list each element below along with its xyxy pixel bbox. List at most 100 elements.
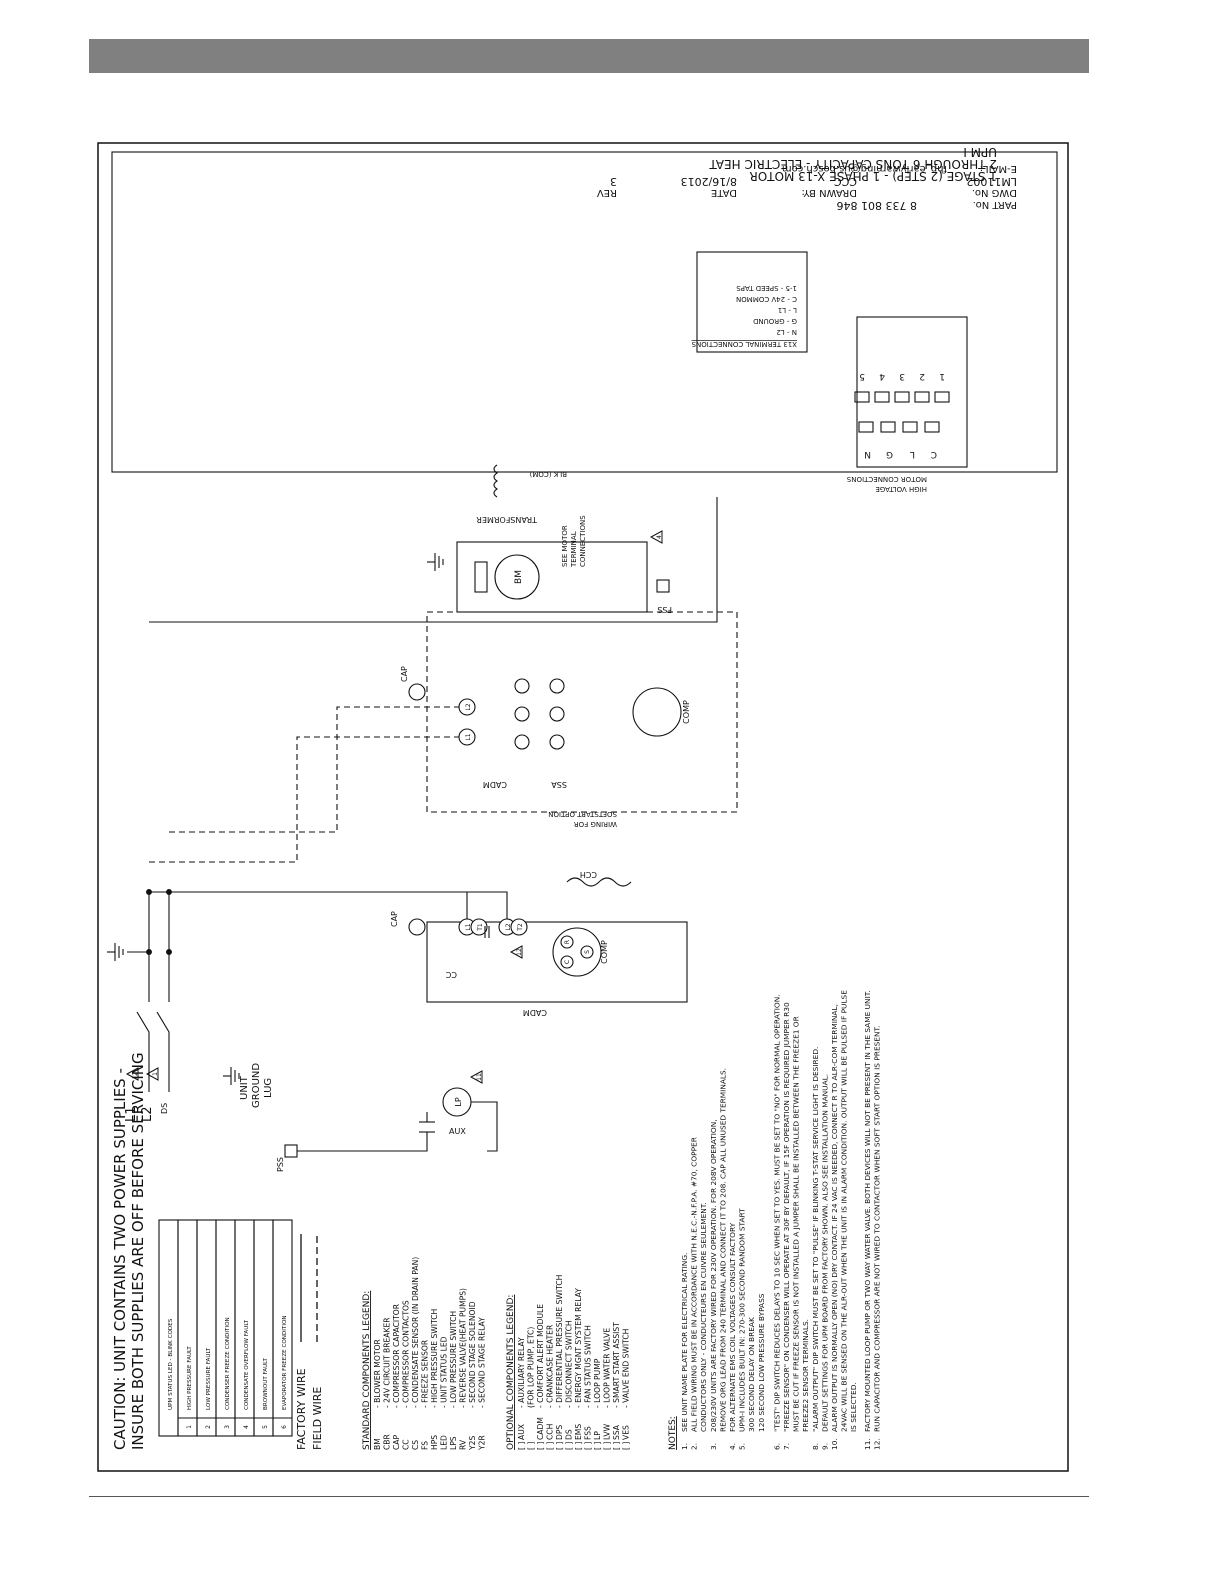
hv-terminal-bottom	[894, 391, 910, 403]
cc-terminal	[470, 918, 488, 936]
optional-legend-checkbox: [ ]	[527, 1442, 536, 1450]
standard-legend-desc: - UNIT STATUS LED	[440, 1336, 449, 1408]
note-line: 24VAC WILL BE SENSED ON THE ALR-OUT WHEN…	[840, 990, 849, 1432]
optional-legend-checkbox: [ ]	[593, 1442, 602, 1450]
optional-legend-checkbox: [ ]	[574, 1442, 583, 1450]
note-line: FREEZE2 SENSOR TERMINALS.	[801, 1319, 810, 1432]
note-line: REMOVE ORG LEAD FROM 240 TERMINAL AND CO…	[718, 1068, 727, 1432]
optional-legend-code: CCH	[546, 1424, 555, 1440]
standard-legend-desc: - COMPRESSOR CONTACTOS	[402, 1300, 411, 1408]
cap-terminal	[408, 683, 426, 701]
hv-terminal-bottom-label: 5	[859, 371, 865, 381]
hv-terminal-frame	[856, 316, 968, 468]
title-line-2: 2 THROUGH 6 TONS CAPACITY - ELECTRIC HEA…	[709, 157, 997, 171]
comp-label: COMP	[682, 700, 691, 724]
note-line: CONDUCTORS ONLY - CONDUCTEURS EN CUIVRE …	[699, 1202, 708, 1432]
optional-legend-code: DPS	[555, 1425, 564, 1440]
note-number-label: 2.	[690, 1443, 699, 1450]
optional-legend-desc: (FOR LOP PUMP, ETC)	[527, 1327, 536, 1408]
optional-legend-desc: - FAN STATUS SWITCH	[584, 1325, 593, 1408]
standard-legend-code: Y2R	[478, 1435, 487, 1451]
note-number-label: 5.	[738, 1443, 747, 1450]
x13-frame	[696, 251, 808, 353]
note-number-label: 4.	[728, 1443, 737, 1450]
pss-label: PSS	[276, 1157, 285, 1172]
note-line: ALARM OUTPUT IS NORMALLY OPEN (NO) DRY C…	[830, 1004, 839, 1432]
hv-terminal-top-label: N	[864, 449, 871, 459]
optional-legend-code: DS	[565, 1429, 574, 1440]
dwg-value: LM11002	[966, 175, 1017, 188]
cadm-label: CADM	[483, 780, 507, 789]
standard-legend-desc: - SECOND STAGE SOLENOID	[468, 1301, 477, 1408]
l1-label: L1	[124, 1106, 139, 1122]
hv-terminal-top-label: L	[910, 449, 915, 459]
transformer-coil	[493, 464, 498, 498]
standard-legend-code: CC	[402, 1439, 411, 1450]
led-table-number: 3	[224, 1425, 231, 1429]
pss-box	[284, 1144, 298, 1158]
cc-terminal-label: T1	[477, 923, 484, 932]
optional-legend-desc: - DISCONNECT SWITCH	[565, 1320, 574, 1408]
led-table-text: UPM STATUS LED - BLINK CODES	[168, 1318, 174, 1410]
standard-legend-code: LED	[440, 1435, 449, 1450]
ssa-terminal	[514, 734, 530, 750]
x13-line: N - L2	[776, 328, 797, 336]
l2-label: L2	[140, 1106, 155, 1122]
hv-terminal-bottom	[874, 391, 890, 403]
wire-softstart-l2	[169, 706, 459, 833]
standard-legend-code: FS	[421, 1441, 430, 1450]
ssa-terminal	[514, 678, 530, 694]
note-triangle	[509, 945, 523, 959]
blower-terminal-strip	[474, 561, 488, 593]
led-table-text: LOW PRESSURE FAULT	[206, 1347, 212, 1410]
standard-legend-desc: - BLOWER MOTOR	[373, 1339, 382, 1408]
wire-pss	[297, 1142, 428, 1152]
lp-label: LP	[454, 1097, 463, 1106]
hv-terminal-bottom-label: 1	[939, 371, 945, 381]
hv-terminal-bottom-label: 3	[899, 371, 905, 381]
optional-legend-code: AUX	[517, 1424, 526, 1440]
standard-legend-code: CAP	[392, 1435, 401, 1450]
part-label: PART No.	[973, 199, 1017, 210]
standard-legend-desc: - REVERSE VALVE(HEAT PUMPS)	[459, 1288, 468, 1408]
hv-terminal-bottom-label: 2	[919, 371, 925, 381]
standard-legend-code: LPS	[449, 1436, 458, 1450]
optional-legend-checkbox: [ ]	[612, 1442, 621, 1450]
led-table-text: CONDENSER FREEZE CONDITION	[225, 1317, 231, 1410]
drawn-value: CCC	[834, 175, 857, 188]
date-value: 8/16/2013	[681, 175, 737, 188]
optional-legend-checkbox: [ ]	[584, 1442, 593, 1450]
drawn-label: DRAWN BY:	[801, 187, 857, 198]
note-line: MUST BE CUT IF FREEZE SENSOR IS NOT INST…	[792, 1016, 801, 1432]
optional-legend-desc: - VALVE END SWITCH	[622, 1329, 631, 1408]
cc-label: CC	[445, 970, 457, 979]
cch-heater	[566, 877, 632, 887]
standard-legend-desc: - CONDENSATE SENSOR (IN DRAIN PAN)	[411, 1257, 420, 1408]
led-table-text: CONDENSATE OVERFLOW FAULT	[244, 1319, 250, 1410]
ground-lug-label: UNIT	[239, 1075, 250, 1100]
optional-legend-checkbox: [ ]	[546, 1442, 555, 1450]
standard-legend-code: RV	[459, 1439, 468, 1450]
ssa-label: SSA	[551, 780, 567, 789]
wire-comp-l1	[212, 891, 468, 919]
x13-line: 1-5 - SPEED TAPS	[736, 284, 797, 292]
note-line: ALL FIELD WIRING MUST BE IN ACCORDANCE W…	[690, 1137, 699, 1432]
optional-legend-code: CADM	[536, 1417, 545, 1440]
note-line: "TEST" DIP SWITCH REDUCES DELAYS TO 10 S…	[772, 994, 781, 1432]
standard-legend-code: BM	[373, 1438, 382, 1450]
header-bar	[89, 39, 1089, 73]
cc-terminal	[510, 918, 528, 936]
compressor-1	[552, 927, 602, 977]
hv-terminal-top	[858, 421, 874, 433]
notes-title: NOTES:	[668, 1416, 678, 1450]
standard-legend-code: HPS	[430, 1435, 439, 1450]
comp-terminal-label: S	[584, 950, 591, 954]
cap-label: CAP	[390, 911, 399, 927]
transformer-label: TRANSFORMER	[476, 515, 538, 524]
email-value: fhp_earlywarning@us.bosch.com	[782, 163, 947, 174]
hv-terminal-bottom	[854, 391, 870, 403]
optional-legend-code: EMS	[574, 1424, 583, 1440]
note-line: IS SELECTED.	[849, 1382, 858, 1432]
led-table-row	[272, 1219, 293, 1437]
standard-legend-code: CBR	[383, 1433, 392, 1450]
